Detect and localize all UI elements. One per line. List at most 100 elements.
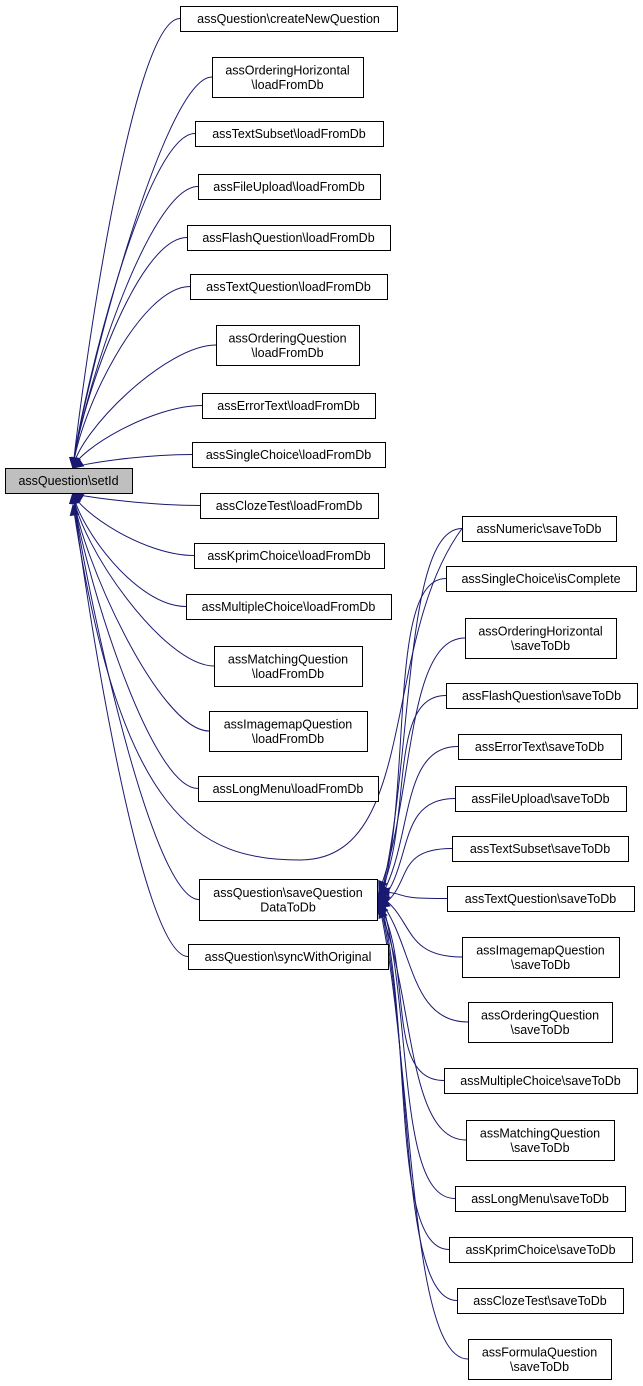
node-label: assOrderingQuestion: [481, 1008, 599, 1022]
node-label: assQuestion\createNewQuestion: [197, 12, 380, 26]
node-file-upload-load[interactable]: assFileUpload\loadFromDb: [198, 174, 381, 200]
edge-line: [72, 492, 215, 667]
edge-numeric-save-to-save-question-data-to-db: [376, 528, 463, 905]
node-box: [452, 836, 629, 862]
node-text-question-load[interactable]: assTextQuestion\loadFromDb: [190, 274, 388, 300]
node-numeric-save[interactable]: assNumeric\saveToDb: [462, 516, 617, 542]
node-label: \loadFromDb: [252, 667, 324, 681]
edge-line: [72, 492, 189, 957]
edge-flash-question-load-to-set-id: [69, 237, 188, 470]
node-label: assClozeTest\loadFromDb: [216, 499, 363, 513]
node-box: [202, 393, 376, 419]
node-box: [444, 1068, 638, 1094]
node-imagemap-question-save[interactable]: assImagemapQuestion\saveToDb: [462, 937, 620, 978]
node-label: assErrorText\saveToDb: [475, 740, 604, 754]
node-label: assOrderingQuestion: [228, 331, 346, 345]
node-text-subset-load[interactable]: assTextSubset\loadFromDb: [195, 121, 384, 147]
node-file-upload-save[interactable]: assFileUpload\saveToDb: [455, 786, 627, 812]
node-multiple-choice-save[interactable]: assMultipleChoice\saveToDb: [444, 1068, 638, 1094]
node-box: [194, 543, 385, 569]
node-long-menu-load[interactable]: assLongMenu\loadFromDb: [198, 776, 379, 802]
edges-layer: [69, 18, 469, 1360]
node-text-subset-save[interactable]: assTextSubset\saveToDb: [452, 836, 629, 862]
node-box: [457, 1288, 624, 1314]
node-flash-question-load[interactable]: assFlashQuestion\loadFromDb: [187, 225, 391, 251]
edge-line: [72, 492, 187, 607]
node-single-choice-is-complete[interactable]: assSingleChoice\isComplete: [446, 566, 637, 592]
node-label: \loadFromDb: [251, 346, 323, 360]
node-box: [465, 618, 617, 659]
node-box: [446, 566, 637, 592]
edge-line: [72, 133, 196, 469]
edge-line: [378, 903, 469, 1360]
node-ordering-horizontal-load[interactable]: assOrderingHorizontal\loadFromDb: [212, 57, 364, 98]
node-label: \saveToDb: [510, 1023, 569, 1037]
node-box: [195, 121, 384, 147]
node-box: [209, 711, 368, 752]
node-cloze-test-load[interactable]: assClozeTest\loadFromDb: [200, 493, 379, 519]
edge-line: [72, 492, 210, 732]
edge-line: [378, 891, 456, 1199]
node-matching-question-save[interactable]: assMatchingQuestion\saveToDb: [466, 1120, 615, 1161]
node-label: DataToDb: [260, 900, 316, 914]
node-set-id[interactable]: assQuestion\setId: [5, 468, 133, 494]
node-sync-with-original[interactable]: assQuestion\syncWithOriginal: [188, 944, 389, 970]
node-label: assMatchingQuestion: [480, 1126, 600, 1140]
node-box: [186, 594, 392, 620]
node-label: \saveToDb: [511, 639, 570, 653]
node-label: \saveToDb: [510, 1360, 569, 1374]
edge-line: [72, 405, 203, 469]
node-label: \loadFromDb: [252, 732, 324, 746]
node-imagemap-question-load[interactable]: assImagemapQuestion\loadFromDb: [209, 711, 368, 752]
edge-sync-with-original-to-set-id: [69, 491, 189, 957]
node-long-menu-save[interactable]: assLongMenu\saveToDb: [455, 1186, 626, 1212]
node-label: assFormulaQuestion: [482, 1345, 597, 1359]
node-label: assFlashQuestion\saveToDb: [462, 689, 621, 703]
node-box: [466, 1120, 615, 1161]
node-create-new-question[interactable]: assQuestion\createNewQuestion: [180, 6, 398, 32]
node-label: assLongMenu\loadFromDb: [213, 782, 364, 796]
node-flash-question-save[interactable]: assFlashQuestion\saveToDb: [446, 683, 638, 709]
arrowhead: [69, 491, 79, 504]
edge-line: [378, 695, 447, 896]
node-box: [190, 274, 388, 300]
node-label: \saveToDb: [511, 958, 570, 972]
node-ordering-question-save[interactable]: assOrderingQuestion\saveToDb: [468, 1002, 613, 1043]
node-label: assErrorText\loadFromDb: [217, 399, 359, 413]
node-kprim-choice-load[interactable]: assKprimChoice\loadFromDb: [194, 543, 385, 569]
node-error-text-save[interactable]: assErrorText\saveToDb: [458, 734, 622, 760]
edge-line: [378, 903, 445, 1081]
edge-line: [72, 18, 181, 469]
node-label: assNumeric\saveToDb: [476, 522, 601, 536]
node-label: assKprimChoice\loadFromDb: [207, 549, 370, 563]
node-error-text-load[interactable]: assErrorText\loadFromDb: [202, 393, 376, 419]
edge-line: [72, 454, 193, 469]
edge-text-subset-load-to-set-id: [69, 133, 196, 470]
edge-line: [378, 848, 453, 908]
node-box: [5, 468, 133, 494]
node-kprim-choice-save[interactable]: assKprimChoice\saveToDb: [449, 1237, 633, 1263]
node-box: [455, 786, 627, 812]
node-box: [214, 646, 363, 687]
node-ordering-horizontal-save[interactable]: assOrderingHorizontal\saveToDb: [465, 618, 617, 659]
node-text-question-save[interactable]: assTextQuestion\saveToDb: [447, 886, 635, 912]
node-ordering-question-load[interactable]: assOrderingQuestion\loadFromDb: [216, 325, 360, 366]
arrowhead: [376, 902, 387, 915]
node-label: assTextQuestion\saveToDb: [465, 892, 617, 906]
node-matching-question-load[interactable]: assMatchingQuestion\loadFromDb: [214, 646, 363, 687]
nodes-layer: assQuestion\setId assQuestion\createNewQu…: [5, 6, 638, 1380]
edge-line: [72, 237, 188, 469]
node-label: assOrderingHorizontal: [478, 624, 602, 638]
node-formula-question-save[interactable]: assFormulaQuestion\saveToDb: [468, 1339, 612, 1380]
edge-error-text-load-to-set-id: [71, 405, 203, 470]
node-label: assSingleChoice\isComplete: [461, 572, 620, 586]
edge-ordering-question-save-to-save-question-data-to-db: [378, 898, 469, 1023]
edge-create-new-question-to-set-id: [69, 18, 181, 470]
edge-line: [378, 895, 463, 958]
node-cloze-test-save[interactable]: assClozeTest\saveToDb: [457, 1288, 624, 1314]
node-single-choice-load[interactable]: assSingleChoice\loadFromDb: [192, 442, 386, 468]
node-box: [180, 6, 398, 32]
node-multiple-choice-load[interactable]: assMultipleChoice\loadFromDb: [186, 594, 392, 620]
